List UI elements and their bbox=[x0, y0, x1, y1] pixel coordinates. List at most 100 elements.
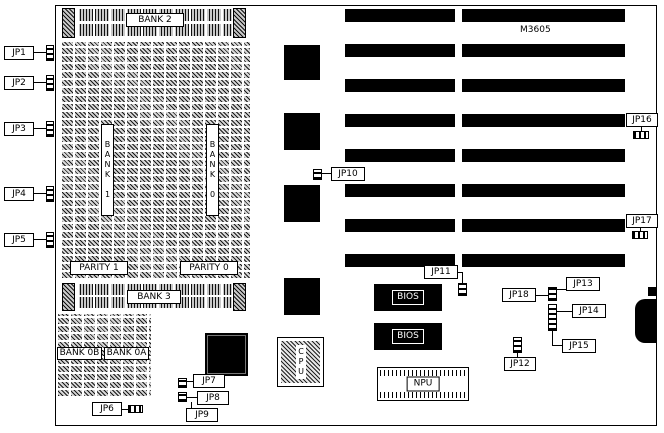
bank3-end-chip-right bbox=[233, 283, 246, 311]
jp1-label: JP1 bbox=[4, 46, 34, 60]
connector-line bbox=[641, 127, 642, 131]
jp7-label: JP7 bbox=[193, 374, 225, 388]
isa-slot bbox=[462, 149, 625, 162]
connector-line bbox=[322, 173, 331, 174]
jp6-jumper bbox=[128, 405, 143, 413]
cpu-socket: CPU bbox=[277, 337, 324, 387]
jp16-jumper bbox=[633, 131, 649, 139]
jp8-jumper bbox=[178, 392, 187, 402]
jp5-jumper bbox=[46, 232, 54, 248]
connector-line bbox=[122, 409, 128, 410]
jp16-label: JP16 bbox=[626, 113, 658, 127]
parity1-label: PARITY 1 bbox=[70, 261, 128, 275]
connector-line bbox=[34, 52, 46, 53]
npu-pin-row bbox=[380, 392, 466, 398]
dram-array-main bbox=[60, 42, 250, 280]
connector-line bbox=[557, 289, 566, 290]
chipset-ic bbox=[284, 113, 320, 150]
jp1-jumper bbox=[46, 45, 54, 61]
jp4-label: JP4 bbox=[4, 187, 34, 201]
jp11-label: JP11 bbox=[424, 265, 458, 279]
connector-line bbox=[34, 239, 46, 240]
bank3-label: BANK 3 bbox=[127, 290, 181, 304]
bios-chip-2: BIOS bbox=[374, 323, 442, 350]
isa-slot bbox=[462, 44, 625, 57]
jp13-label: JP13 bbox=[566, 277, 600, 291]
isa-slot bbox=[345, 9, 455, 22]
board-model-label: M3605 bbox=[520, 25, 551, 35]
chipset-ic bbox=[284, 278, 320, 315]
isa-slot bbox=[345, 44, 455, 57]
connector-line bbox=[34, 193, 46, 194]
jp3-jumper bbox=[46, 121, 54, 137]
connector-line bbox=[557, 311, 572, 312]
jp7-jumper bbox=[178, 378, 187, 388]
keyboard-connector bbox=[635, 299, 657, 343]
isa-slot bbox=[462, 254, 625, 267]
jp6-label: JP6 bbox=[92, 402, 122, 416]
connector-mount bbox=[648, 287, 657, 296]
bank1-column-label: BANK 1 bbox=[101, 124, 114, 216]
isa-slot bbox=[462, 79, 625, 92]
jp2-label: JP2 bbox=[4, 76, 34, 90]
jp10-label: JP10 bbox=[331, 167, 365, 181]
chipset-ic bbox=[284, 185, 320, 222]
jp12-jumper bbox=[513, 337, 522, 353]
bank3-chip-row bbox=[77, 284, 232, 295]
bank0-column-label: BANK 0 bbox=[206, 124, 219, 216]
connector-line bbox=[552, 331, 553, 345]
connector-line bbox=[34, 128, 46, 129]
connector-line bbox=[187, 397, 197, 398]
bios2-label: BIOS bbox=[392, 329, 424, 344]
bank0b-label: BANK 0B bbox=[57, 347, 102, 360]
connector-line bbox=[552, 345, 562, 346]
isa-slot bbox=[345, 114, 455, 127]
jp2-jumper bbox=[46, 75, 54, 91]
isa-slot bbox=[462, 184, 625, 197]
jp11-jumper bbox=[458, 283, 467, 296]
jp15-label: JP15 bbox=[562, 339, 596, 353]
connector-line bbox=[462, 272, 463, 283]
jp10-jumper bbox=[313, 169, 322, 180]
connector-line bbox=[34, 82, 46, 83]
isa-slot bbox=[462, 114, 625, 127]
isa-slot bbox=[345, 79, 455, 92]
jp18-jp13-jumper bbox=[548, 287, 557, 301]
jp14-jp15-jumper bbox=[548, 304, 557, 331]
jp17-jumper bbox=[632, 231, 648, 239]
bank2-end-chip-left bbox=[62, 8, 75, 38]
bank2-end-chip-right bbox=[233, 8, 246, 38]
bios1-label: BIOS bbox=[392, 290, 424, 305]
bank0a-label: BANK 0A bbox=[104, 347, 149, 360]
jp4-jumper bbox=[46, 186, 54, 202]
connector-line bbox=[187, 381, 193, 382]
parity0-label: PARITY 0 bbox=[180, 261, 238, 275]
bank2-chip-row bbox=[77, 24, 232, 36]
qfp-chip bbox=[205, 333, 248, 376]
connector-line bbox=[517, 353, 518, 357]
jp12-label: JP12 bbox=[504, 357, 536, 371]
connector-line bbox=[536, 295, 548, 296]
bios-chip-1: BIOS bbox=[374, 284, 442, 311]
isa-slot bbox=[345, 254, 455, 267]
npu-label: NPU bbox=[406, 376, 440, 392]
jp9-label: JP9 bbox=[186, 408, 218, 422]
isa-slot bbox=[462, 9, 625, 22]
chipset-ic bbox=[284, 45, 320, 80]
isa-slot bbox=[345, 149, 455, 162]
bank3-end-chip-left bbox=[62, 283, 75, 311]
jp5-label: JP5 bbox=[4, 233, 34, 247]
connector-line bbox=[640, 228, 641, 231]
npu-pin-row bbox=[380, 370, 466, 376]
connector-line bbox=[191, 402, 192, 409]
connector-line bbox=[458, 272, 463, 273]
jp3-label: JP3 bbox=[4, 122, 34, 136]
jp18-label: JP18 bbox=[502, 288, 536, 302]
isa-slot bbox=[462, 219, 625, 232]
npu-socket: NPU bbox=[377, 367, 469, 401]
cpu-label: CPU bbox=[295, 345, 306, 379]
bank2-label: BANK 2 bbox=[126, 13, 184, 27]
isa-slot bbox=[345, 219, 455, 232]
jp14-label: JP14 bbox=[572, 304, 606, 318]
